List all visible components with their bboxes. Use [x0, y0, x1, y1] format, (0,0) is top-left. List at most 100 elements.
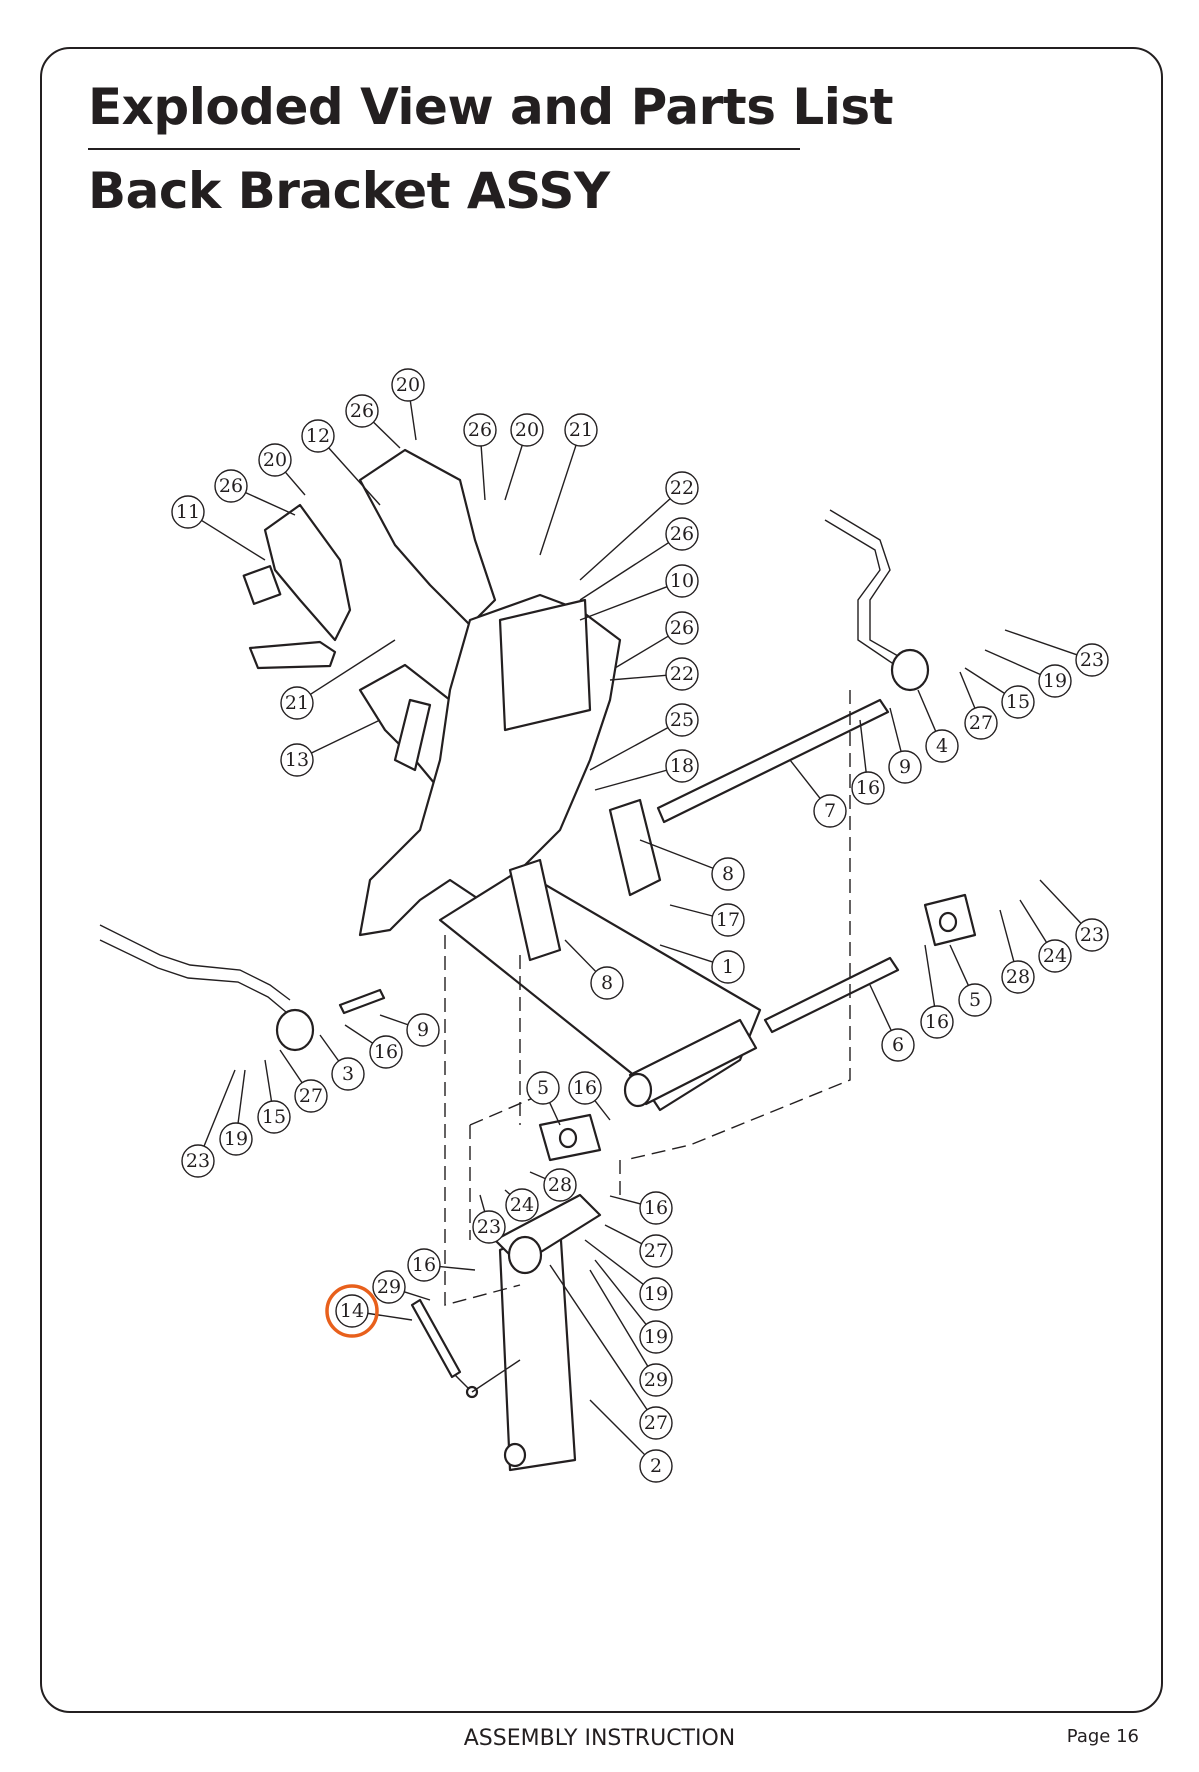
callout-29: 29: [589, 1269, 673, 1397]
callout-label: 28: [1006, 966, 1030, 988]
page-title: Exploded View and Parts List: [88, 78, 894, 136]
leader-line: [604, 1224, 643, 1245]
callout-label: 16: [573, 1077, 597, 1099]
callout-label: 21: [285, 692, 309, 714]
callout-label: 18: [670, 755, 694, 777]
leader-line: [264, 1059, 273, 1102]
callout-3: 3: [319, 1034, 365, 1091]
callout-label: 22: [670, 663, 694, 685]
assembly-line-1: [444, 935, 521, 1306]
left-pivot-3: [275, 1008, 315, 1052]
callout-circle: [813, 794, 847, 828]
leader-line: [504, 445, 523, 501]
callout-1: 1: [659, 944, 745, 984]
page-subtitle: Back Bracket ASSY: [88, 162, 610, 220]
callout-label: 8: [722, 863, 734, 885]
callout-label: 19: [644, 1283, 668, 1305]
callout-label: 29: [644, 1369, 668, 1391]
leader-line: [917, 689, 937, 732]
callout-26: 26: [579, 517, 699, 601]
logo-plate: [242, 565, 282, 605]
callout-label: 3: [342, 1063, 354, 1085]
callout-circle: [345, 394, 379, 428]
callout-label: 29: [377, 1276, 401, 1298]
callout-label: 23: [186, 1150, 210, 1172]
callout-label: 24: [510, 1194, 534, 1216]
leader-line: [479, 1194, 486, 1212]
leader-line: [203, 1069, 236, 1147]
callout-circle: [711, 857, 745, 891]
leader-line: [639, 839, 714, 869]
leader-line: [659, 944, 713, 963]
callout-label: 17: [716, 909, 740, 931]
callout-8: 8: [639, 839, 745, 891]
assembly-line-5: [469, 1094, 541, 1126]
callout-label: 26: [468, 419, 492, 441]
leader-line: [284, 471, 306, 496]
leader-line: [579, 586, 668, 621]
callout-20: 20: [391, 368, 425, 441]
footer-label: ASSEMBLY INSTRUCTION: [463, 1726, 736, 1751]
leader-line: [245, 491, 296, 516]
leader-line: [594, 769, 667, 791]
callout-12: 12: [301, 419, 381, 506]
leader-line: [789, 759, 821, 799]
leader-line: [949, 944, 970, 986]
callout-circle: [280, 743, 314, 777]
leader-line: [564, 939, 597, 973]
callout-label: 16: [412, 1254, 436, 1276]
callout-circle: [391, 368, 425, 402]
callout-circle: [407, 1248, 441, 1282]
callout-circle: [505, 1188, 539, 1222]
callout-6: 6: [869, 984, 915, 1062]
callout-10: 10: [579, 564, 699, 621]
callout-8: 8: [564, 939, 624, 1000]
page-number: Page 16: [1066, 1726, 1139, 1747]
callout-label: 1: [722, 956, 734, 978]
callout-label: 26: [350, 400, 374, 422]
callout-circle: [472, 1210, 506, 1244]
right-pivot-4: [890, 648, 930, 692]
callout-15: 15: [964, 667, 1035, 719]
callout-19: 19: [219, 1069, 253, 1156]
callout-circle: [925, 729, 959, 763]
callout-label: 2: [650, 1455, 662, 1477]
highlight-ring: [325, 1284, 379, 1338]
leader-line: [549, 1264, 648, 1411]
callout-label: 25: [670, 709, 694, 731]
callout-9: 9: [379, 1013, 440, 1047]
callout-27: 27: [279, 1049, 328, 1113]
leader-line: [869, 984, 892, 1031]
assembly-line-3: [624, 690, 851, 1161]
callout-circle: [301, 419, 335, 453]
callout-circle: [711, 903, 745, 937]
leader-line: [201, 519, 266, 561]
callout-label: 20: [515, 419, 539, 441]
callout-circle: [665, 517, 699, 551]
callout-label: 27: [299, 1085, 323, 1107]
callout-label: 19: [644, 1326, 668, 1348]
column-plate: [498, 598, 592, 732]
callout-circle: [280, 686, 314, 720]
callout-2: 2: [589, 1399, 673, 1483]
swing-arm-bottom: [503, 1442, 527, 1468]
callout-18: 18: [594, 749, 699, 791]
leader-line: [589, 1269, 649, 1367]
callout-circle: [1001, 960, 1035, 994]
leader-line: [529, 1171, 546, 1180]
callout-circle: [665, 749, 699, 783]
right-crank-handle: [829, 509, 906, 661]
leader-line: [589, 727, 669, 771]
callout-circle: [335, 1294, 369, 1328]
callout-17: 17: [669, 903, 745, 937]
callout-circle: [181, 1144, 215, 1178]
callout-circle: [510, 413, 544, 447]
leader-line: [1004, 629, 1078, 656]
leader-line: [589, 1399, 646, 1456]
callout-26: 26: [463, 413, 497, 501]
leader-line: [594, 1259, 647, 1325]
callout-circle: [526, 1071, 560, 1105]
leader-line: [1019, 899, 1048, 943]
callout-circle: [1038, 664, 1072, 698]
